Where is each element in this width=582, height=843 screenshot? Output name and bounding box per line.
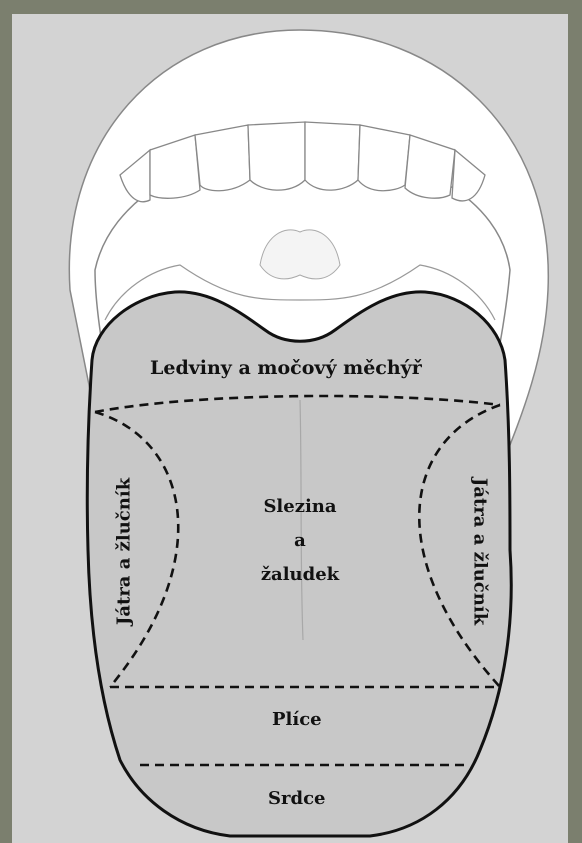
- zone-label-kidneys-bladder: Ledviny a močový měchýř: [150, 357, 422, 379]
- zone-label-and: a: [240, 524, 360, 558]
- zone-label-heart: Srdce: [268, 788, 325, 809]
- zone-label-liver-gallbladder-right: Játra a žlučník: [470, 442, 491, 662]
- zone-label-liver-gallbladder-left: Játra a žlučník: [114, 442, 135, 662]
- zone-label-spleen-stomach: Slezina a žaludek: [240, 490, 360, 592]
- zone-label-spleen: Slezina: [240, 490, 360, 524]
- zone-label-lungs: Plíce: [272, 709, 322, 730]
- zone-label-stomach: žaludek: [240, 558, 360, 592]
